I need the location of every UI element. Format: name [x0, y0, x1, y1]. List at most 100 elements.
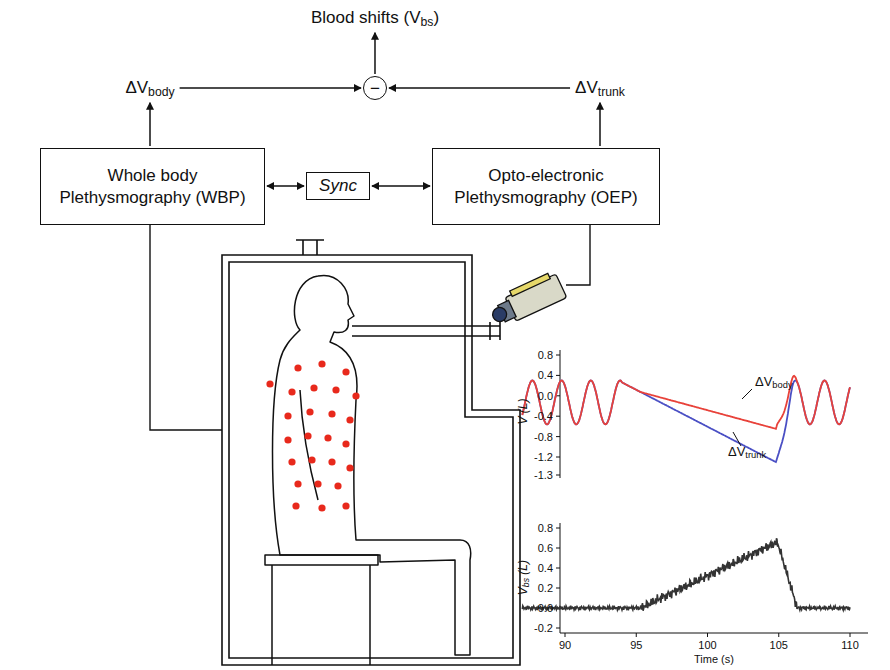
axis-tick: [556, 588, 560, 589]
sync-box: Sync: [306, 172, 370, 200]
tick-label: 0.8: [538, 522, 553, 534]
tick-label: 0.6: [538, 542, 553, 554]
axis-tick: [565, 633, 566, 637]
axis-title: Vbs (L): [517, 560, 530, 595]
subscript: bs: [522, 578, 532, 587]
axis-tick: [556, 628, 560, 629]
oep-marker-dot: [342, 440, 349, 447]
node-text: Opto-electronic Plethysmography (OEP): [443, 165, 649, 208]
axis-tick: [778, 633, 779, 637]
axis-tick: [556, 436, 560, 437]
oep-marker-dot: [308, 456, 315, 463]
subscript: trunk: [598, 85, 625, 99]
oep-marker-dot: [328, 410, 335, 417]
oep-marker-dot: [346, 416, 353, 423]
axis-title: Time (s): [694, 653, 734, 665]
tick-label: 0.2: [538, 582, 553, 594]
axis-tick: [556, 548, 560, 549]
axis-tick: [556, 457, 560, 458]
body-volume-curve: [522, 376, 850, 429]
node-text: Blood shifts (Vbs): [311, 7, 439, 28]
axis-tick: [556, 568, 560, 569]
axis-tick: [850, 633, 851, 637]
chamber-outer-wall: [222, 255, 520, 665]
node-text: Sync: [319, 175, 357, 196]
tick-label: 0.0: [538, 602, 553, 614]
chair: [265, 555, 378, 665]
node-text: −: [370, 80, 380, 97]
oep-marker-dot: [288, 388, 295, 395]
axis-tick: [707, 633, 708, 637]
tick-label: 90: [559, 639, 571, 651]
axis-tick: [556, 355, 560, 356]
tick-label: 100: [698, 639, 716, 651]
oep-wire: [566, 225, 590, 285]
subscript: body: [772, 380, 792, 390]
plethysmograph-chamber: [222, 240, 520, 665]
mouthpiece-tube: [352, 322, 500, 340]
wbp-wire: [150, 225, 222, 430]
upper-y-axis: [560, 350, 561, 478]
axis-tick: [556, 475, 560, 476]
oep-marker-dot: [292, 502, 299, 509]
oep-marker-dot: [346, 464, 353, 471]
camera-lens-glass: [490, 305, 509, 324]
signal-chart: [522, 350, 868, 637]
chamber-vent: [296, 240, 324, 255]
oep-marker-dot: [334, 482, 341, 489]
curve-label: ΔVtrunk: [728, 445, 766, 459]
output-label: Blood shifts (Vbs): [308, 5, 442, 30]
seated-subject: [265, 275, 471, 665]
oep-marker-dot: [294, 364, 301, 371]
axis-tick: [636, 633, 637, 637]
oep-marker-dot: [342, 502, 349, 509]
process-box: Opto-electronic Plethysmography (OEP): [432, 148, 660, 225]
oep-marker-dot: [318, 504, 325, 511]
oep-marker-dot: [288, 458, 295, 465]
wires: [150, 225, 590, 430]
axis-tick: [556, 416, 560, 417]
subscript: bs: [421, 15, 434, 29]
oep-marker-dot: [294, 480, 301, 487]
connector-arrow: [374, 33, 376, 74]
axis-title: V (L): [517, 399, 530, 425]
axis-tick: [556, 528, 560, 529]
oep-marker-dot: [306, 408, 313, 415]
connector-arrow: [599, 103, 601, 146]
oep-marker-dot: [310, 384, 317, 391]
tick-label: 110: [841, 639, 859, 651]
tick-label: 0.4: [538, 562, 553, 574]
tick-label: 105: [770, 639, 788, 651]
connector-arrow: [372, 185, 430, 187]
tick-label: -0.4: [534, 410, 553, 422]
oep-marker-dot: [352, 392, 359, 399]
signal-label: ΔVtrunk: [572, 75, 628, 100]
oep-marker-dot: [328, 458, 335, 465]
camera-top: [510, 273, 551, 296]
camera: [486, 270, 567, 329]
oep-marker-dot: [304, 432, 311, 439]
oep-marker-dot: [332, 386, 339, 393]
node-text: ΔVtrunk: [575, 77, 625, 98]
tick-label: -0.2: [534, 622, 553, 634]
connector-arrow: [149, 103, 151, 146]
oep-markers: [266, 360, 359, 511]
node-text: Whole body Plethysmography (WBP): [51, 165, 254, 208]
node-text: ΔVbody: [125, 77, 174, 98]
tick-label: 0.0: [538, 390, 553, 402]
subtract-circle: −: [363, 76, 387, 100]
tick-label: 95: [630, 639, 642, 651]
oep-marker-dot: [266, 380, 273, 387]
tick-label: 0.4: [538, 369, 553, 381]
lower-axes: [560, 523, 868, 633]
connector-arrow: [267, 185, 304, 187]
axis-tick: [556, 375, 560, 376]
oep-marker-dot: [284, 412, 291, 419]
subscript: body: [148, 85, 175, 99]
oep-marker-dot: [324, 434, 331, 441]
oep-marker-dot: [342, 368, 349, 375]
oep-marker-dot: [314, 480, 321, 487]
subject-outline: [273, 275, 471, 655]
tick-label: -0.8: [534, 431, 553, 443]
drawing-part: [486, 270, 567, 329]
